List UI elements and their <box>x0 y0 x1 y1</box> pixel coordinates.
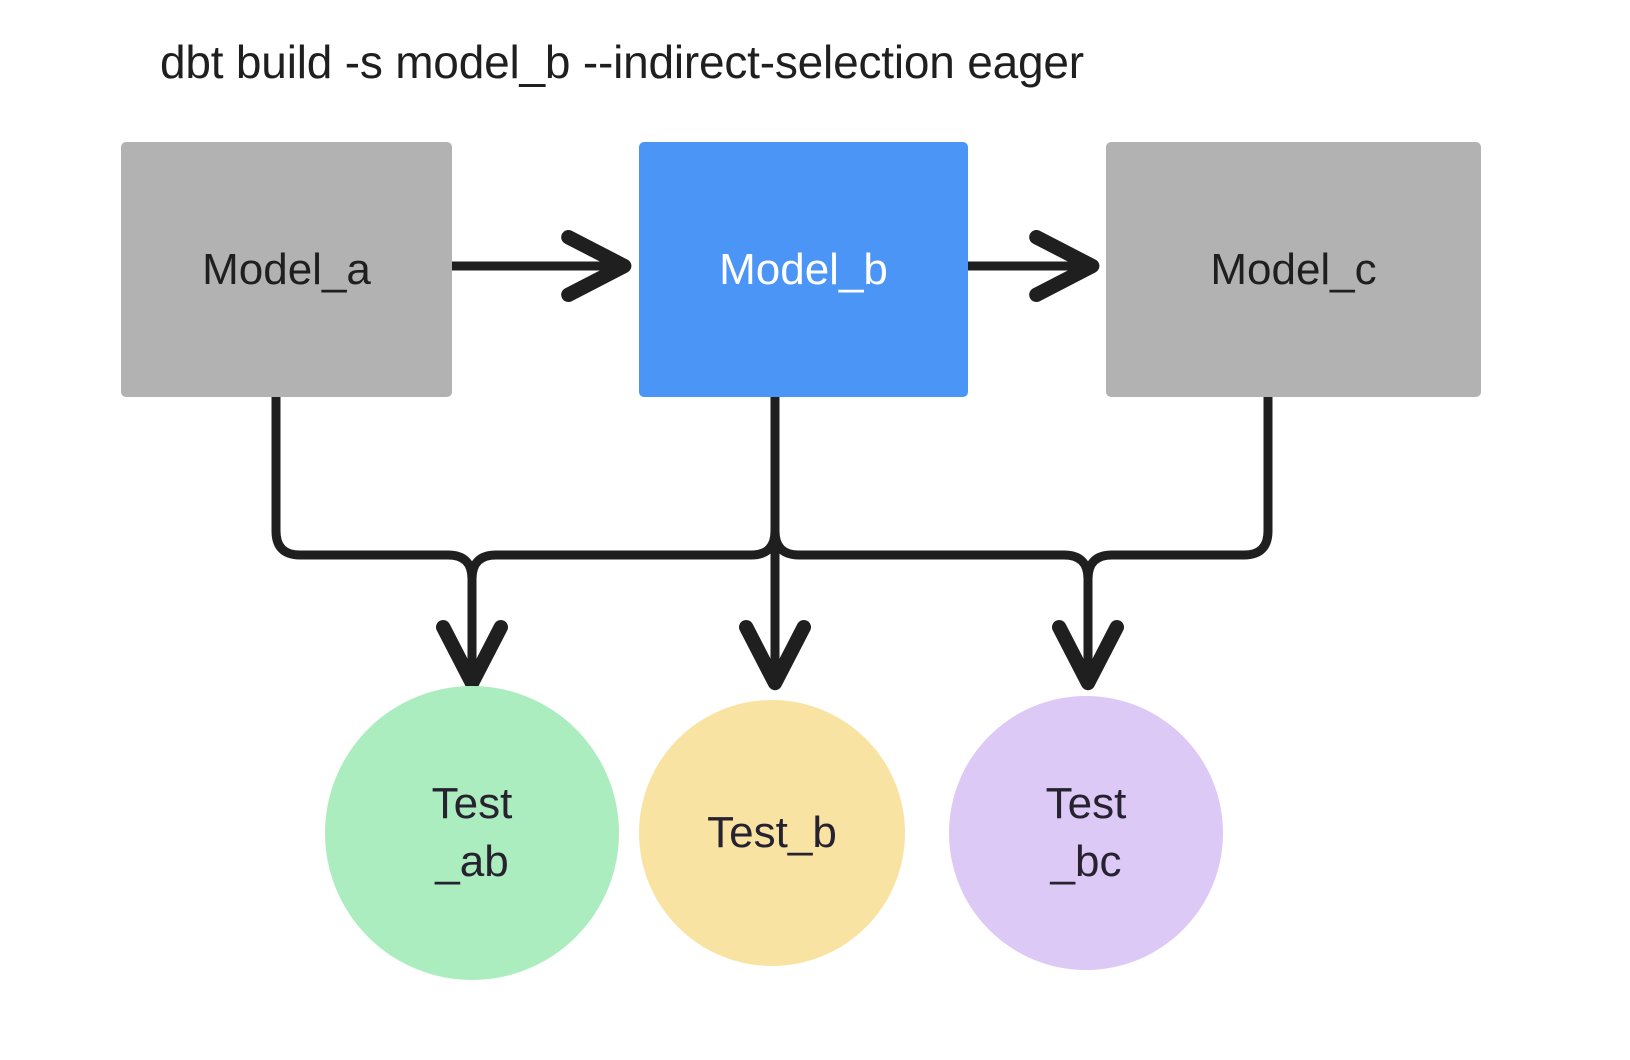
node-test-ab-label-line2: _ab <box>435 837 509 886</box>
node-test-b-label-line1: Test_b <box>707 808 837 857</box>
edge-model-b-to-test-ab <box>467 392 780 584</box>
node-model-c[interactable]: Model_c <box>1106 142 1481 397</box>
node-model-b[interactable]: Model_b <box>639 142 968 397</box>
edge-model-c-to-test-bc <box>1083 392 1273 584</box>
edge-model-b-to-test-bc <box>770 392 1124 691</box>
edge-model-a-to-test-ab <box>271 392 508 691</box>
node-model-c-label: Model_c <box>1210 244 1377 294</box>
node-test-bc[interactable]: Test _bc <box>949 696 1223 970</box>
node-test-b[interactable]: Test_b <box>639 700 905 966</box>
node-model-a-label: Model_a <box>202 244 371 294</box>
node-model-b-label: Model_b <box>719 244 888 294</box>
node-test-ab[interactable]: Test _ab <box>325 686 619 980</box>
node-test-bc-label-line2: _bc <box>1050 837 1122 886</box>
node-test-ab-label-line1: Test <box>431 779 513 828</box>
node-model-a[interactable]: Model_a <box>121 142 452 397</box>
diagram-title: dbt build -s model_b --indirect-selectio… <box>160 36 1084 88</box>
node-test-bc-label-line1: Test <box>1045 779 1127 828</box>
